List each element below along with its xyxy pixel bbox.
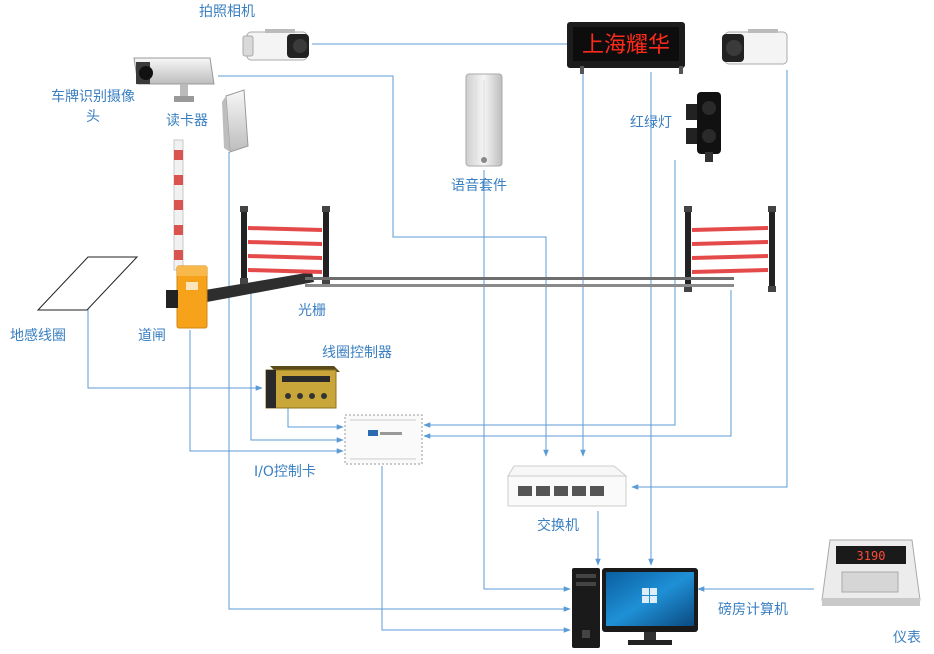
right-camera-icon: [722, 29, 788, 65]
link-traffic-light-to-io: [423, 160, 676, 428]
label-meter: 仪表: [893, 630, 921, 646]
label-weighroom-pc: 磅房计算机: [718, 602, 788, 618]
link-gate-to-io: [189, 330, 344, 454]
label-traffic-light: 红绿灯: [630, 115, 672, 131]
connectors: [87, 43, 814, 633]
label-switch: 交换机: [537, 518, 579, 534]
link-voice-to-computer: [483, 170, 571, 592]
label-loop-controller: 线圈控制器: [322, 345, 392, 361]
label-barrier-gate: 道闸: [138, 328, 166, 344]
link-right-curtain-to-io: [423, 290, 732, 439]
barrier-gate-icon: [166, 139, 314, 329]
weighbridge-platform: [305, 277, 734, 287]
label-voice-kit: 语音套件: [451, 178, 507, 194]
plate-camera-icon: [133, 57, 215, 102]
label-light-curtain: 光栅: [298, 303, 326, 319]
link-plate-camera-to-switch: [218, 75, 549, 457]
weighing-meter-icon: 3190: [821, 539, 921, 606]
led-sign-text: 上海耀华: [582, 33, 670, 58]
label-io-card: I/O控制卡: [254, 464, 316, 480]
label-capture-camera: 拍照相机: [199, 4, 255, 20]
label-card-reader: 读卡器: [166, 113, 208, 129]
led-sign: 上海耀华: [567, 22, 685, 74]
network-switch-icon: [507, 465, 628, 507]
card-reader-icon: [222, 89, 249, 153]
link-io-to-computer: [381, 466, 571, 633]
link-left-curtain-to-io: [250, 283, 344, 443]
traffic-light-icon: [686, 92, 721, 162]
io-card-icon: [344, 414, 423, 465]
voice-kit-icon: [465, 73, 503, 167]
capture-camera-icon: [242, 29, 309, 61]
link-right-camera-to-switch: [631, 70, 788, 490]
link-card-reader-to-computer: [228, 152, 571, 612]
right-light-curtain-icon: [684, 206, 776, 292]
ground-loop-icon: [36, 256, 139, 311]
label-ground-loop: 地感线圈: [10, 328, 66, 344]
left-light-curtain-icon: [240, 206, 330, 284]
link-ground-loop-to-controller: [87, 306, 263, 391]
loop-controller-icon: [265, 366, 340, 409]
link-loop-controller-to-io: [287, 407, 344, 430]
label-plate-camera: 车牌识别摄像头: [51, 89, 135, 125]
meter-display-value: 3190: [857, 549, 886, 563]
computer-icon: [572, 568, 698, 648]
